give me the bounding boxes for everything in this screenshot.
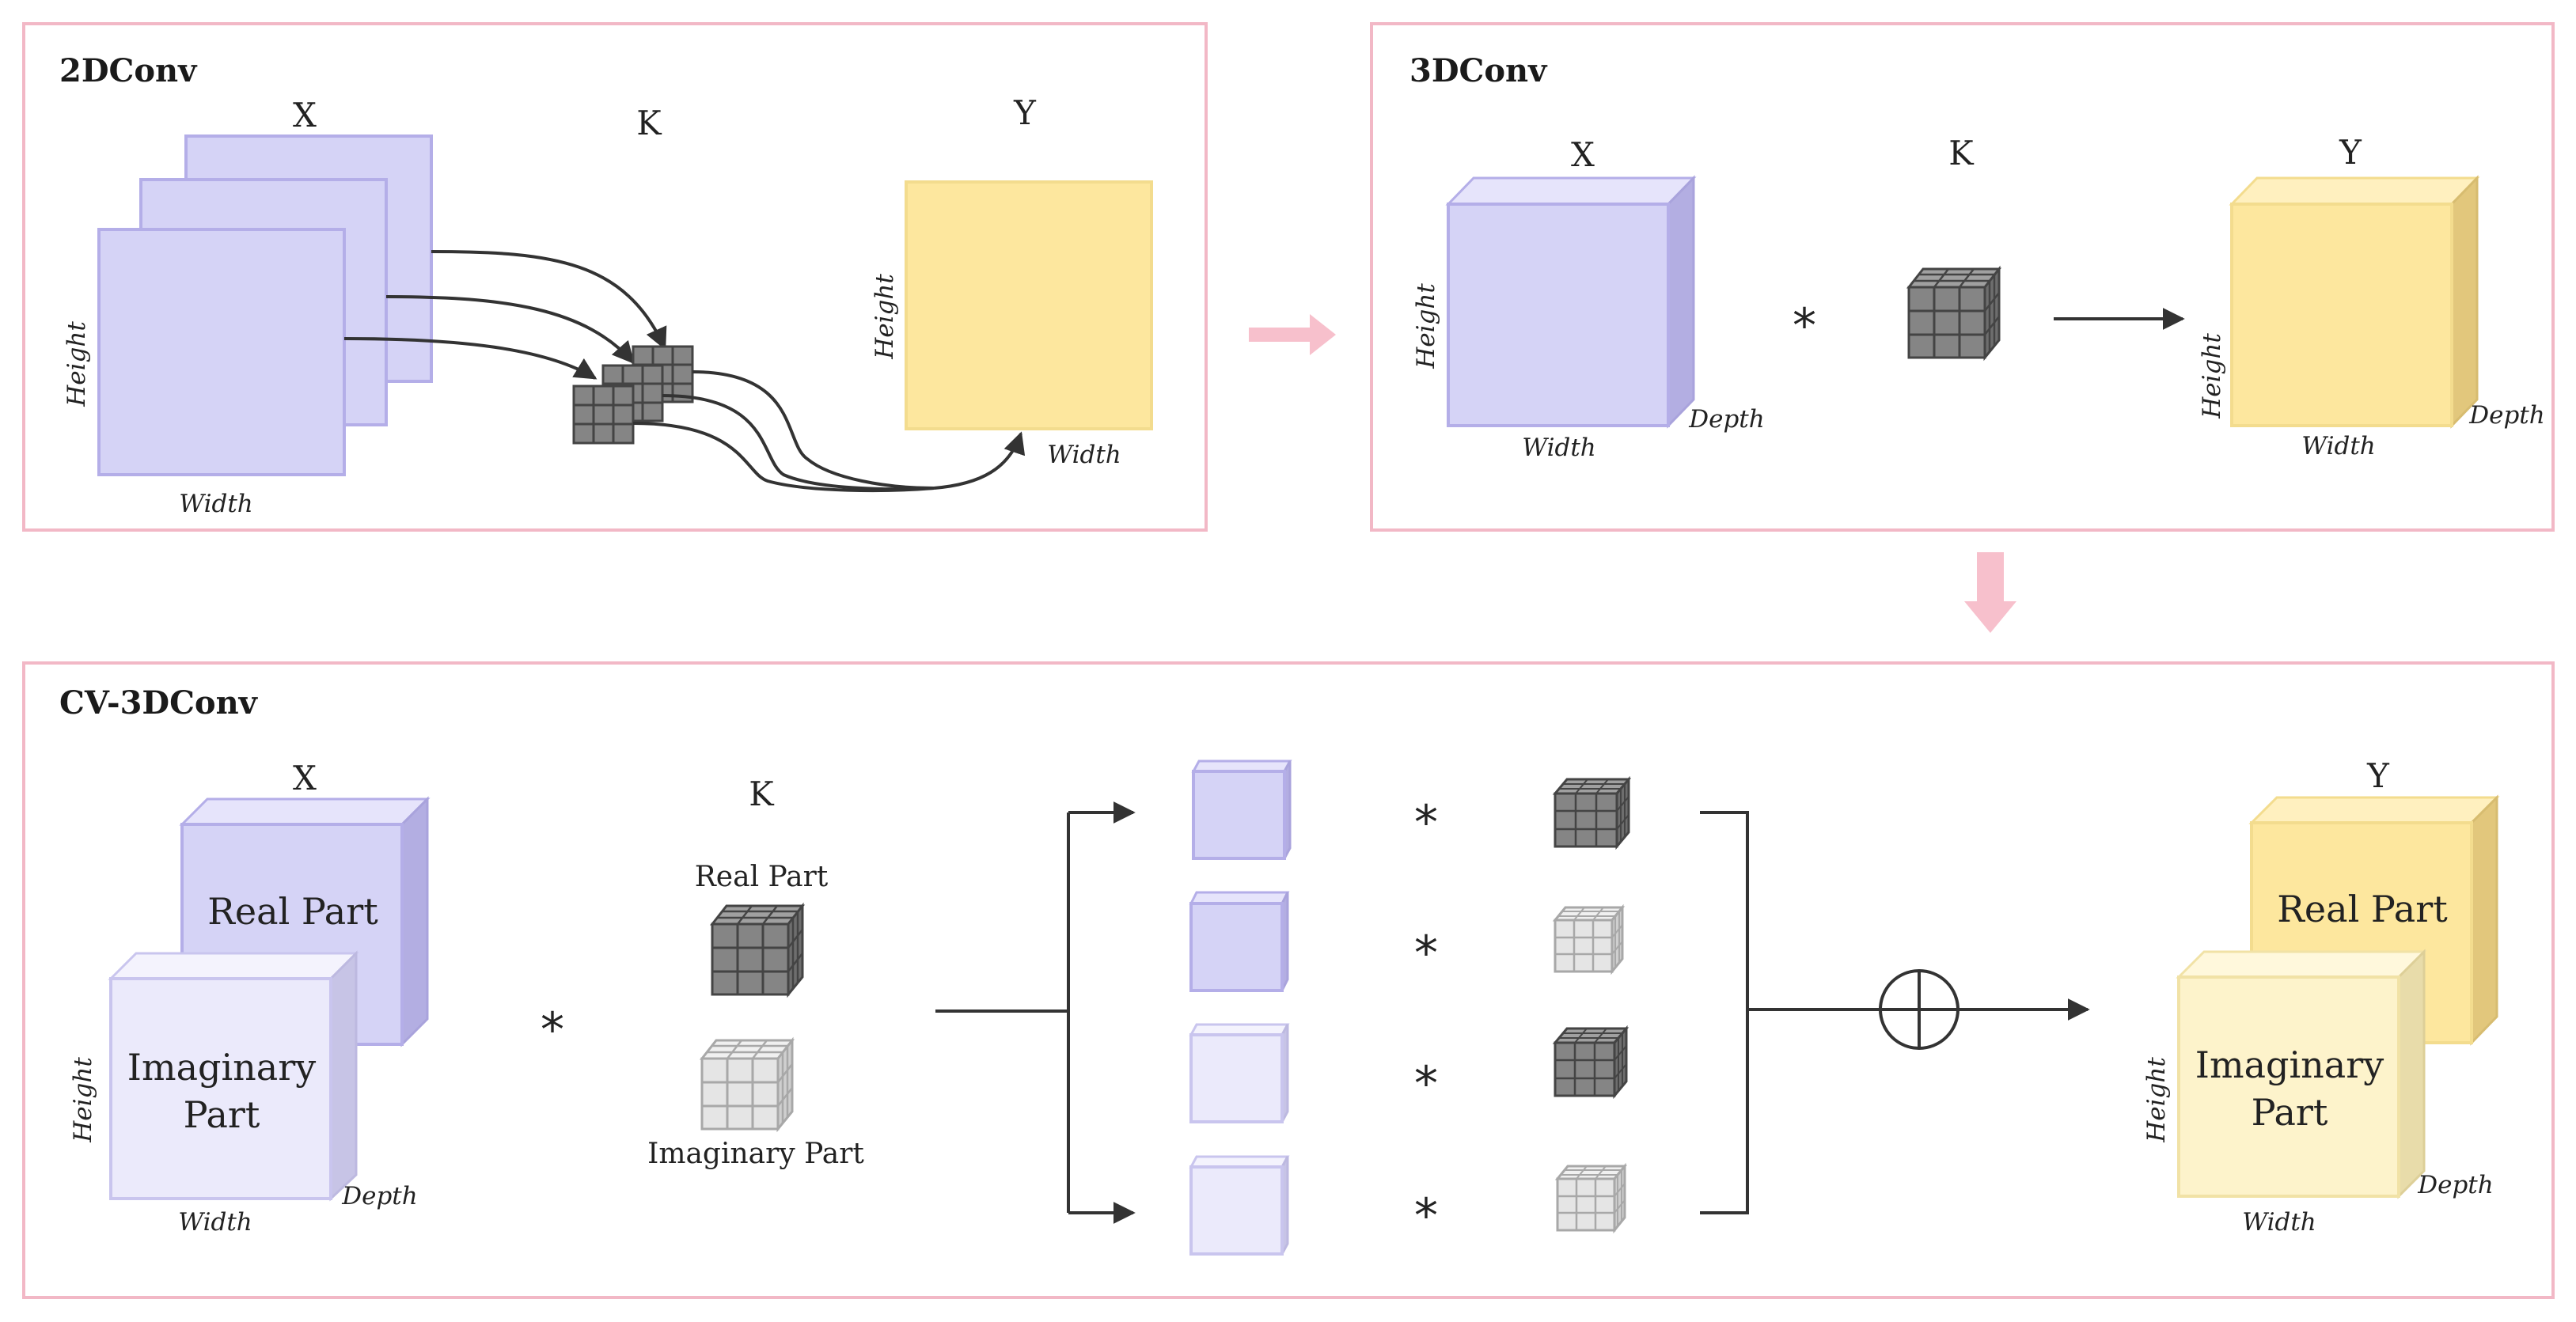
curve-kernel-1-to-output [632,422,935,493]
label-y-real-part: Real Part [2277,888,2448,930]
branch-operator-1: * [1414,795,1438,850]
label-x-imaginary-part-line2: Part [184,1093,260,1136]
branch-operator-3: * [1414,1056,1438,1112]
branch-operator-4: * [1414,1188,1438,1244]
label-x-2d: X [293,96,317,134]
branch-input-real-2 [1189,891,1290,992]
label-x-cv: X [293,759,317,797]
label-depth-3d: Depth [1688,405,1764,434]
arrow-to-output-2d [933,431,1026,490]
input-x-stack [97,134,433,476]
panel-cv3dconv-title: CV-3DConv [59,684,259,722]
panel-3dconv: 3DConv X Height Width Depth * K Y [1370,22,2555,532]
operator-conv-3d: * [1793,298,1816,354]
label-k-2d: K [636,104,662,142]
kernel-3d [1906,265,2002,362]
panel-cv3dconv-border [22,661,2555,1299]
label-k-3d: K [1948,134,1975,172]
label-y-imaginary-part-line1: Imaginary [2195,1044,2384,1086]
branch-input-imaginary-3 [1189,1023,1290,1123]
input-x-cube-3d [1445,175,1697,429]
curve-kernel-2-to-output [662,394,935,491]
branch-input-imaginary-4 [1189,1155,1290,1256]
branch-kernel-real-3 [1552,1025,1629,1100]
branch-operator-2: * [1414,926,1438,981]
label-height-y-2d: Height [871,274,899,360]
curve-kernel-3-to-output [692,370,935,490]
label-width-y-3d: Width [2301,432,2376,460]
flow-arrow-down [1964,552,2016,633]
label-height-y-3d: Height [2198,333,2226,419]
label-x-3d: X [1571,135,1595,174]
kernel-2d-1 [572,384,635,445]
input-x-imaginary-cube [108,950,359,1202]
label-depth-y-cv: Depth [2417,1171,2493,1199]
kernel-imaginary-cube [699,1036,795,1133]
label-width-y-2d: Width [1047,441,1121,469]
branch-kernel-real-1 [1552,775,1632,850]
label-x-real-part: Real Part [207,890,378,933]
label-y-cv: Y [2366,756,2390,795]
splitter-trunk [935,813,1070,1213]
panel-3dconv-title: 3DConv [1409,52,1548,89]
panel-3dconv-border [1370,22,2555,532]
label-height-3d: Height [1412,283,1440,369]
label-x-imaginary-part-line1: Imaginary [127,1046,316,1089]
label-height-y-cv: Height [2142,1057,2171,1143]
label-y-3d: Y [2339,133,2362,172]
branch-kernel-imaginary-4 [1554,1162,1628,1234]
label-height-cv: Height [69,1057,97,1143]
arrow-channel-1-to-kernel [343,337,598,380]
combine-bracket [1700,811,1749,1214]
label-depth-cv: Depth [341,1182,417,1210]
input-channel-1 [97,228,346,476]
label-width-cv: Width [178,1208,252,1237]
sum-circle-icon [1879,969,1960,1050]
label-k-real-part: Real Part [695,861,829,893]
output-y-cube-3d [2229,175,2480,429]
label-k-cv: K [749,775,775,813]
label-height-2d: Height [63,321,91,407]
label-width-2d: Width [179,490,253,518]
label-y-imaginary-part-line2: Part [2252,1091,2328,1134]
panel-2dconv-title: 2DConv [59,52,198,89]
label-width-y-cv: Width [2242,1208,2316,1237]
operator-conv-cv: * [541,1002,564,1058]
branch-kernel-imaginary-2 [1552,903,1626,975]
output-y-imaginary-cube [2176,949,2427,1199]
arrow-channel-2-to-kernel [385,295,635,365]
output-y-2d [905,180,1153,430]
panel-cv3dconv: CV-3DConv Real Part Imaginary Part X Hei… [22,661,2555,1299]
label-width-3d: Width [1522,434,1596,462]
label-depth-y-3d: Depth [2468,401,2544,430]
arrow-channel-3-to-kernel [431,250,667,350]
flow-arrow-right [1249,314,1336,355]
panel-2dconv: 2DConv X Height Width K [22,22,1208,532]
panel-2dconv-border [22,22,1208,532]
kernel-real-cube [709,902,806,998]
label-k-imaginary-part: Imaginary Part [647,1138,864,1170]
label-y-2d: Y [1013,93,1037,132]
branch-input-real-1 [1191,759,1292,860]
